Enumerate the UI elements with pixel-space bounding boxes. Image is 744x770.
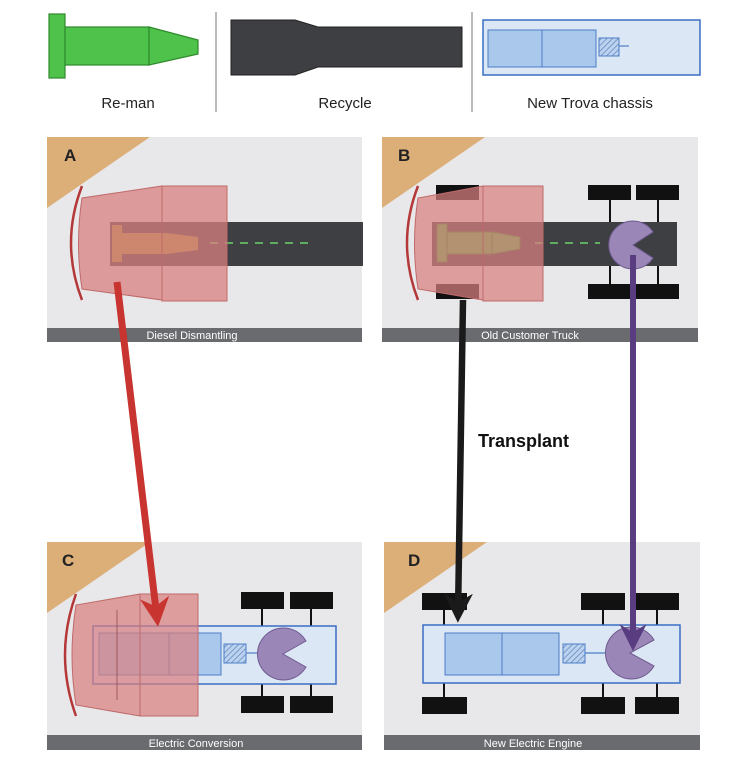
panel-d: D New Electric Engine bbox=[384, 542, 700, 750]
caption-bar bbox=[47, 735, 362, 750]
panel-b-letter: B bbox=[398, 146, 410, 165]
panel-a: A Diesel Dismantling bbox=[47, 137, 363, 342]
remanufacture-arrow bbox=[113, 281, 170, 627]
panel-c-letter: C bbox=[62, 551, 74, 570]
panel-b-caption: Old Customer Truck bbox=[481, 330, 579, 342]
panel-b: B Old Customer Truck bbox=[382, 137, 698, 342]
transplant-engine-arrow bbox=[443, 299, 473, 623]
legend: Re-man Recycle New Trova chassis bbox=[48, 12, 701, 112]
chassis-icon bbox=[482, 19, 701, 76]
panel-a-letter: A bbox=[64, 146, 76, 165]
recycle-icon bbox=[230, 19, 463, 76]
corner-tab bbox=[47, 137, 150, 208]
corner-tab bbox=[47, 542, 150, 613]
legend-reman-label: Re-man bbox=[101, 95, 154, 112]
corner-tab bbox=[382, 137, 485, 208]
legend-chassis-label: New Trova chassis bbox=[527, 95, 653, 112]
panel-d-caption: New Electric Engine bbox=[484, 738, 582, 750]
panel-c: C Electric Conversion bbox=[47, 542, 362, 750]
reman-icon bbox=[48, 13, 199, 79]
transplant-label: Transplant bbox=[478, 431, 569, 451]
panel-c-caption: Electric Conversion bbox=[149, 738, 244, 750]
caption-bar bbox=[384, 735, 700, 750]
panel-d-letter: D bbox=[408, 551, 420, 570]
legend-recycle-label: Recycle bbox=[318, 95, 371, 112]
panel-a-caption: Diesel Dismantling bbox=[146, 330, 237, 342]
